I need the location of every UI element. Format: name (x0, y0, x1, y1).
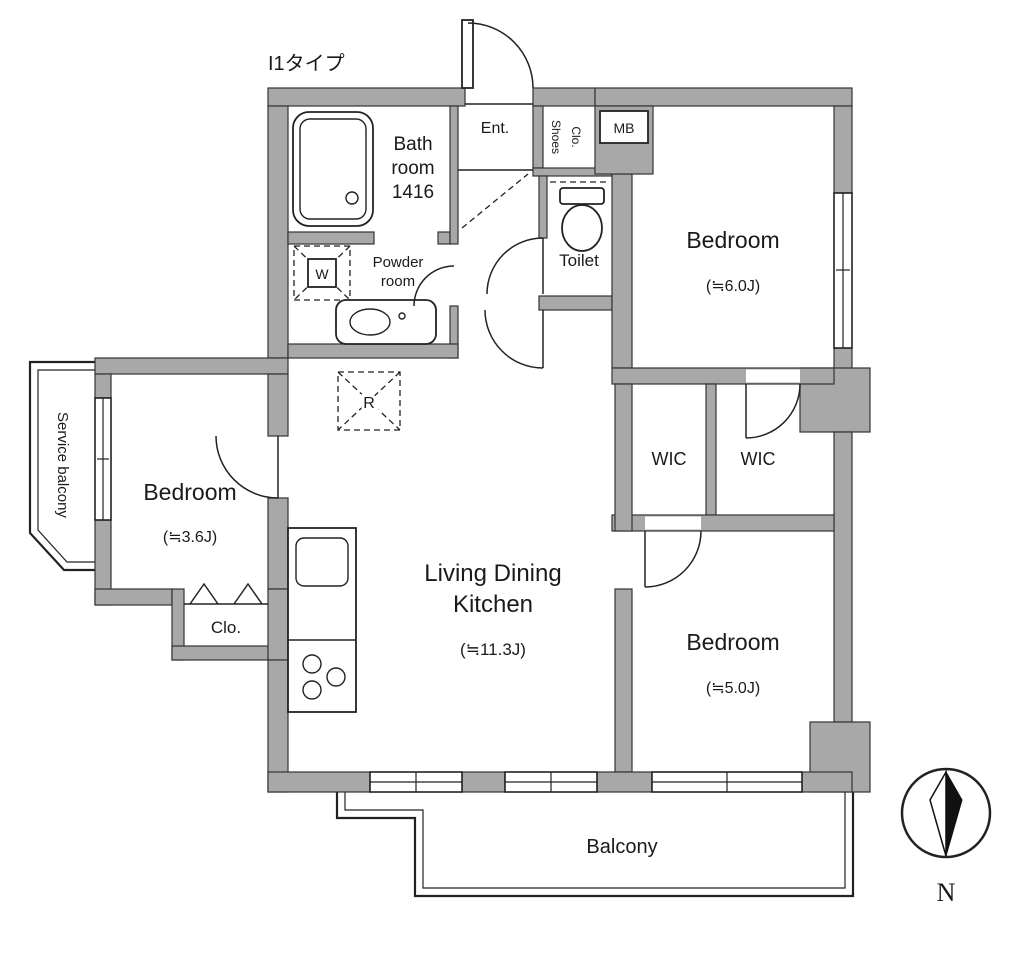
wall-segment (538, 295, 613, 311)
wall-segment (267, 105, 289, 359)
entrance-dashed-divider (461, 173, 529, 229)
wic-left-door (644, 530, 702, 588)
bathroom-label-3: 1416 (392, 182, 434, 203)
wall-segment (94, 588, 173, 606)
doors (184, 19, 801, 605)
refrigerator-space-icon: R (337, 371, 401, 431)
washing-machine-icon: W (293, 245, 351, 301)
ldk-label-2: Kitchen (453, 591, 533, 618)
wall-segment (833, 105, 853, 194)
service-balcony-inner-rail (37, 369, 95, 563)
wall-segment (614, 588, 633, 773)
window-bedroom-w (94, 397, 112, 521)
ldk-label-1: Living Dining (424, 560, 561, 587)
wic-left-label: WIC (652, 449, 687, 469)
wall-segment (267, 497, 289, 590)
wall-segment (267, 373, 289, 437)
entrance-door (461, 19, 534, 105)
wall-segment (267, 771, 371, 793)
toilet-door (486, 237, 544, 295)
wall-segment (461, 771, 506, 793)
compass-north-indicator: N (900, 767, 992, 907)
compass-needle-light (929, 769, 947, 857)
wall-segment (614, 383, 633, 532)
service-balcony-outline (28, 360, 95, 572)
shoes-closet-label-2: Clo. (569, 126, 583, 147)
balcony-inner-rail (344, 792, 846, 889)
wic-right-label: WIC (741, 449, 776, 469)
toilet-icon (550, 181, 610, 252)
service-balcony: Service balcony (28, 360, 95, 572)
hall-ldk-door (484, 309, 544, 369)
wall-segment (94, 357, 289, 375)
plan-type-title: I1タイプ (268, 52, 345, 75)
service-balcony-label: Service balcony (54, 412, 71, 518)
bedroom-ne-size: (≒6.0J) (706, 278, 760, 295)
window-bedroom-ne (833, 192, 853, 349)
window-ldk-1 (369, 771, 463, 793)
bathroom-label-2: room (391, 158, 434, 179)
door-opening (645, 516, 701, 530)
window-bedroom-se (651, 771, 803, 793)
closet-folding-doors (184, 582, 268, 605)
wall-segment (611, 173, 633, 369)
wall-segment (267, 87, 466, 107)
vanity-sink-icon (335, 299, 437, 345)
meter-box-label: MB (614, 120, 635, 136)
powder-room-door (413, 265, 455, 307)
meter-box: MB (599, 110, 649, 144)
powder-room-label-1: Powder (373, 254, 424, 271)
refrigerator-label: R (363, 395, 375, 412)
balcony-label: Balcony (586, 836, 657, 858)
toilet-label: Toilet (559, 251, 599, 270)
bathroom-label-1: Bath (393, 134, 432, 155)
kitchen-counter-icon (287, 527, 357, 713)
bedroom-w-label: Bedroom (143, 479, 236, 505)
bedroom-se-label: Bedroom (686, 629, 779, 655)
bedroom-w-door (215, 435, 279, 499)
wall-segment (532, 105, 544, 169)
wall-segment (267, 588, 289, 661)
door-opening (746, 369, 800, 383)
ldk-size: (≒11.3J) (460, 640, 526, 659)
balcony-outline (335, 792, 855, 898)
balcony: Balcony (335, 792, 855, 898)
closet-label: Clo. (211, 618, 241, 637)
wall-segment (287, 231, 375, 245)
windows (94, 192, 853, 793)
wall-segment (801, 771, 853, 793)
bedroom-se-size: (≒5.0J) (706, 680, 760, 697)
wall-segment (611, 367, 835, 385)
wall-segment (532, 87, 596, 107)
wall-segment (449, 105, 459, 245)
entrance-label: Ent. (481, 120, 509, 137)
washer-label: W (315, 266, 329, 282)
wall-segment (594, 87, 853, 107)
wall-segment (94, 373, 112, 399)
room-labels: Bath room 1416 Ent. Shoes Clo. Toilet Po… (143, 120, 779, 697)
bathtub-icon (292, 111, 374, 227)
walls (94, 87, 871, 793)
wall-segment (538, 175, 548, 239)
compass-north-label: N (937, 878, 956, 907)
window-ldk-2 (504, 771, 598, 793)
wall-segment (437, 231, 451, 245)
powder-room-label-2: room (381, 273, 415, 290)
wic-right-door (745, 383, 801, 439)
wall-segment (287, 343, 459, 359)
wall-segment (596, 771, 653, 793)
shoes-closet-label-1: Shoes (549, 120, 563, 154)
wall-segment (705, 383, 717, 516)
bedroom-ne-label: Bedroom (686, 227, 779, 253)
bedroom-w-size: (≒3.6J) (163, 529, 217, 546)
wall-segment (833, 431, 853, 723)
